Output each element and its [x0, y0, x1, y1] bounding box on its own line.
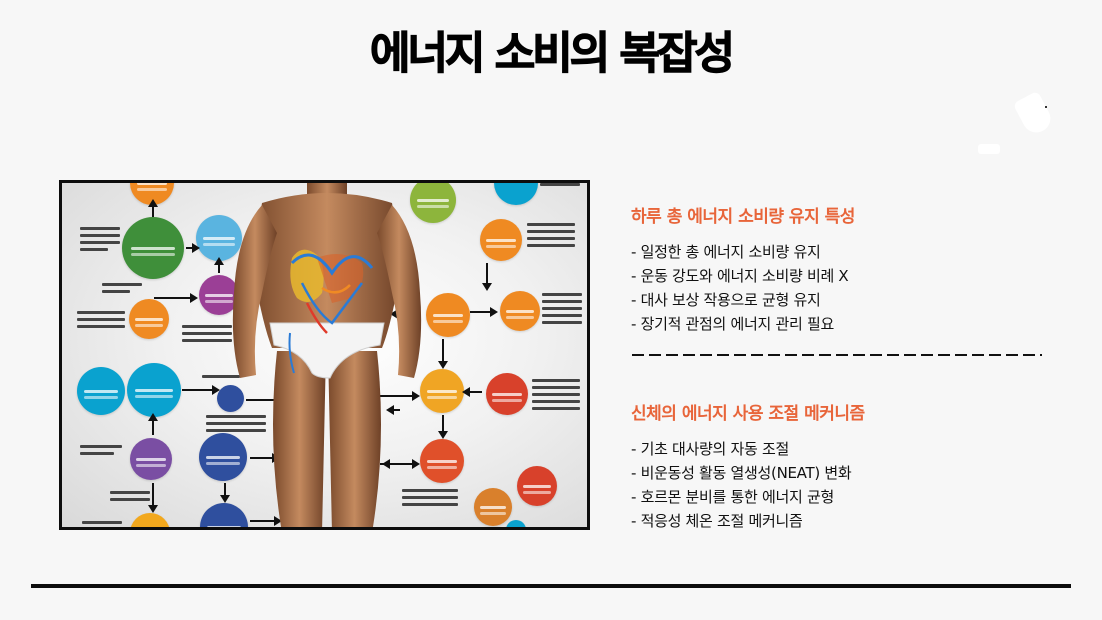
diagram-arrow	[438, 415, 448, 439]
section-regulation-mechanism: 신체의 에너지 사용 조절 메커니즘 - 기초 대사량의 자동 조절 - 비운동…	[631, 403, 1061, 533]
slide-title: 에너지 소비의 복잡성	[369, 27, 735, 79]
human-figure-image	[232, 183, 422, 527]
diagram-arrow	[380, 459, 420, 469]
diagram-arrow	[250, 516, 282, 526]
diagram-node-orange-top	[130, 183, 174, 205]
section-heading: 하루 총 에너지 소비량 유지 특성	[631, 207, 855, 227]
dashed-divider	[632, 354, 1042, 356]
diagram-caption	[110, 491, 150, 505]
bullet-item: - 대사 보상 작용으로 균형 유지	[631, 291, 821, 309]
diagram-arrow	[148, 483, 158, 513]
diagram-caption	[540, 183, 580, 190]
diagram-node-cyan-large	[127, 363, 181, 417]
corner-decoration	[1012, 90, 1056, 138]
bottom-rule	[31, 584, 1071, 588]
diagram-node-orange-mid	[129, 299, 169, 339]
diagram-node-lime	[410, 183, 456, 223]
diagram-node-light-blue	[196, 215, 242, 261]
bullet-item: - 기초 대사량의 자동 조절	[631, 440, 789, 458]
diagram-caption	[80, 227, 120, 255]
diagram-arrow	[382, 459, 396, 469]
diagram-arrow	[386, 405, 400, 415]
diagram-caption	[527, 223, 575, 251]
diagram-arrow	[182, 385, 220, 395]
bullet-item: - 비운동성 활동 열생성(NEAT) 변화	[631, 464, 852, 482]
diagram-node-cyan-small	[77, 367, 125, 415]
diagram-node-red-bottom	[517, 466, 557, 506]
diagram-arrow	[186, 243, 200, 253]
diagram-node-cyan-bottom	[506, 520, 526, 527]
diagram-node-cyan-top-right	[494, 183, 538, 205]
diagram-caption	[102, 283, 142, 297]
section-heading: 신체의 에너지 사용 조절 메커니즘	[631, 404, 865, 424]
diagram-arrow	[148, 199, 158, 217]
diagram-arrow	[462, 387, 482, 397]
diagram-arrow	[148, 413, 158, 435]
diagram-caption	[402, 489, 458, 510]
diagram-arrow	[482, 263, 492, 291]
diagram-node-red-orange	[420, 439, 464, 483]
diagram-node-red	[486, 373, 528, 415]
diagram-caption	[80, 445, 122, 459]
diagram-caption	[77, 311, 125, 332]
diagram-node-orange-right-3	[500, 291, 540, 331]
diagram-caption	[202, 375, 240, 382]
corner-decoration-small	[978, 144, 1000, 154]
diagram-node-yellow	[130, 513, 170, 527]
diagram-node-orange-right-2	[426, 293, 470, 337]
diagram-arrow	[438, 339, 448, 369]
bullet-list: - 기초 대사량의 자동 조절 - 비운동성 활동 열생성(NEAT) 변화 -…	[631, 437, 1061, 533]
diagram-arrow	[154, 293, 198, 303]
diagram-caption	[82, 521, 122, 527]
bullet-item: - 일정한 총 에너지 소비량 유지	[631, 243, 821, 261]
bullet-item: - 호르몬 분비를 통한 에너지 균형	[631, 488, 834, 506]
diagram-caption	[532, 379, 580, 414]
diagram-node-purple	[199, 275, 239, 315]
diagram-node-amber	[420, 369, 464, 413]
diagram-arrow	[380, 391, 420, 401]
diagram-node-green	[122, 217, 184, 279]
bullet-item: - 적응성 체온 조절 메커니즘	[631, 512, 803, 530]
diagram-caption	[182, 325, 232, 346]
bullet-list: - 일정한 총 에너지 소비량 유지 - 운동 강도와 에너지 소비량 비례 X…	[631, 240, 1061, 336]
diagram-arrow	[220, 483, 230, 503]
metabolism-illustration	[59, 180, 590, 530]
diagram-node-brown-orange	[474, 488, 512, 526]
diagram-node-violet	[130, 438, 172, 480]
diagram-arrow	[214, 257, 224, 273]
diagram-caption	[542, 293, 582, 328]
diagram-node-navy-small	[217, 385, 244, 412]
corner-decoration-dot	[1045, 106, 1047, 108]
bullet-item: - 운동 강도와 에너지 소비량 비례 X	[631, 267, 849, 285]
diagram-caption	[206, 415, 266, 436]
diagram-node-orange-right-1	[480, 219, 522, 261]
bullet-item: - 장기적 관점의 에너지 관리 필요	[631, 315, 834, 333]
section-daily-energy: 하루 총 에너지 소비량 유지 특성 - 일정한 총 에너지 소비량 유지 - …	[631, 206, 1061, 336]
diagram-node-navy	[199, 433, 247, 481]
diagram-arrow	[470, 307, 498, 317]
